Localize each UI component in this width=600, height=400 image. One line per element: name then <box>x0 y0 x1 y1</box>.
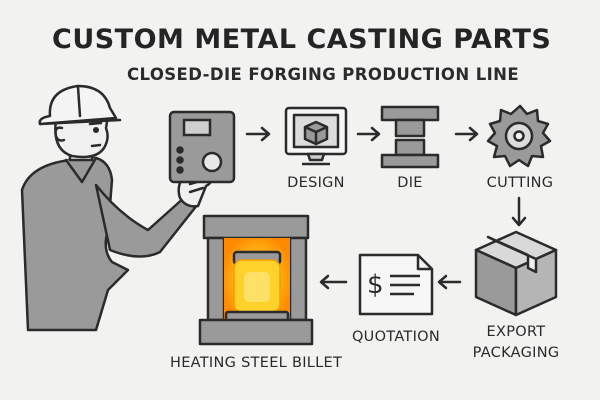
page-subtitle: CLOSED-DIE FORGING PRODUCTION LINE <box>127 65 520 84</box>
heating-press-billet-icon <box>198 214 314 346</box>
step-label-heating: HEATING STEEL BILLET <box>170 355 343 371</box>
saw-blade-icon <box>486 104 552 168</box>
page-title: CUSTOM METAL CASTING PARTS <box>52 24 552 55</box>
step-label-die: DIE <box>397 175 423 191</box>
step-label-quotation: QUOTATION <box>351 329 441 345</box>
svg-text:$: $ <box>367 270 384 300</box>
cardboard-box-icon <box>474 230 558 317</box>
forging-die-icon <box>380 105 440 169</box>
dollar-document-icon: $ <box>358 253 434 316</box>
step-label-export-line1: EXPORT <box>486 324 546 340</box>
computer-monitor-cube-icon <box>284 106 348 166</box>
step-label-cutting: CUTTING <box>486 175 554 191</box>
step-label-design: DESIGN <box>287 175 345 191</box>
flow-arrows <box>245 126 527 290</box>
control-panel-icon <box>168 110 236 184</box>
step-label-export-line2: PACKAGING <box>472 345 560 361</box>
worker-figure <box>20 84 214 332</box>
